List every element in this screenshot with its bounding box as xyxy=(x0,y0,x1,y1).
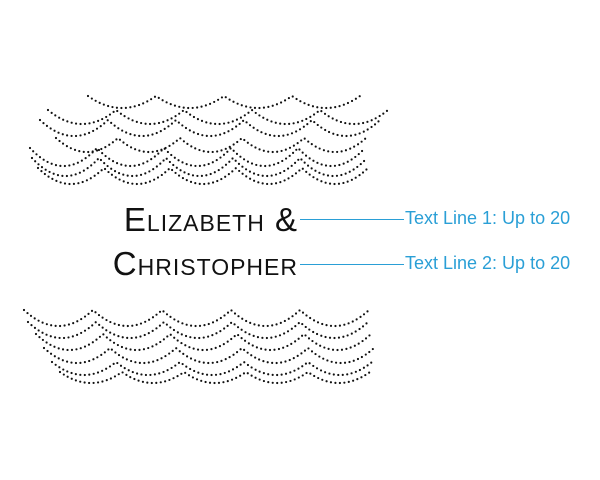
garland-swag-row xyxy=(54,136,368,153)
garland-swag-row xyxy=(22,308,371,328)
name-text-line-2: Christopher xyxy=(112,245,298,282)
garland-bottom-decoration xyxy=(22,308,376,384)
garland-swag-row xyxy=(46,108,390,126)
garland-swag-row xyxy=(42,346,376,365)
name-text-line-1: Elizabeth & xyxy=(123,201,298,238)
garland-swag-row xyxy=(50,360,374,376)
callout-leader-line-2 xyxy=(300,264,404,265)
garland-top-decoration xyxy=(28,94,390,186)
garland-swag-row xyxy=(58,370,372,384)
callout-label-line-2: Text Line 2: Up to 20 xyxy=(405,253,571,273)
garland-swag-row xyxy=(26,320,370,340)
callout-label-line-1: Text Line 1: Up to 20 xyxy=(405,208,571,228)
garland-swag-row xyxy=(38,118,382,138)
garland-swag-row xyxy=(34,332,373,352)
garland-swag-row xyxy=(36,166,370,186)
garland-swag-row xyxy=(86,94,362,109)
callout-leader-line-1 xyxy=(300,219,404,220)
